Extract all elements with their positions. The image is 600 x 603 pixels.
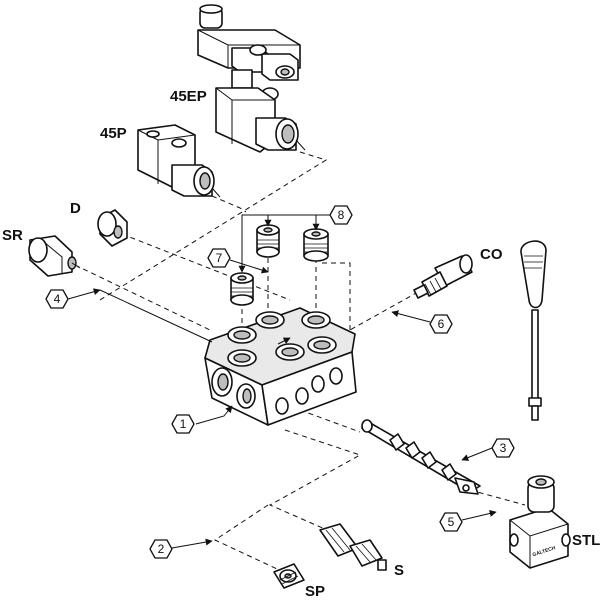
label-45ep: 45EP [170, 88, 207, 105]
part-plug-1 [230, 272, 254, 306]
part-plug-3 [303, 228, 329, 262]
svg-text:6: 6 [438, 317, 445, 331]
callout-4: 4 [45, 289, 69, 309]
part-s-valve [319, 523, 387, 571]
svg-text:3: 3 [500, 441, 507, 455]
label-sp: SP [305, 583, 325, 600]
part-sr-cap [28, 235, 81, 277]
callout-3: 3 [491, 438, 515, 458]
callout-1: 1 [171, 414, 195, 434]
part-co-cartridge [413, 254, 473, 299]
callout-7: 7 [207, 248, 231, 268]
assembly-lines [74, 151, 526, 576]
part-plug-2 [256, 224, 280, 258]
part-45p [137, 124, 221, 198]
label-45p: 45P [100, 125, 127, 142]
part-lever [520, 240, 547, 421]
leader-lines [67, 214, 497, 549]
top-ports [227, 311, 337, 367]
callout-6: 6 [429, 314, 453, 334]
part-45ep [197, 4, 306, 153]
svg-text:7: 7 [216, 251, 223, 265]
label-s: S [394, 562, 404, 579]
callout-5: 5 [439, 512, 463, 532]
part-stl-detent: GALTECH [509, 475, 571, 569]
label-co: CO [480, 246, 503, 263]
svg-text:5: 5 [448, 515, 455, 529]
svg-text:8: 8 [338, 208, 345, 222]
label-sr: SR [2, 227, 23, 244]
svg-text:2: 2 [158, 542, 165, 556]
svg-text:4: 4 [54, 292, 61, 306]
svg-text:1: 1 [180, 417, 187, 431]
label-stl: STL [572, 532, 600, 549]
valve-body [204, 307, 357, 426]
part-spool [361, 419, 481, 495]
part-d-cap [97, 209, 128, 247]
callout-2: 2 [149, 539, 173, 559]
callout-8: 8 [329, 205, 353, 225]
label-d: D [70, 200, 81, 217]
part-sp-valve [273, 563, 305, 589]
